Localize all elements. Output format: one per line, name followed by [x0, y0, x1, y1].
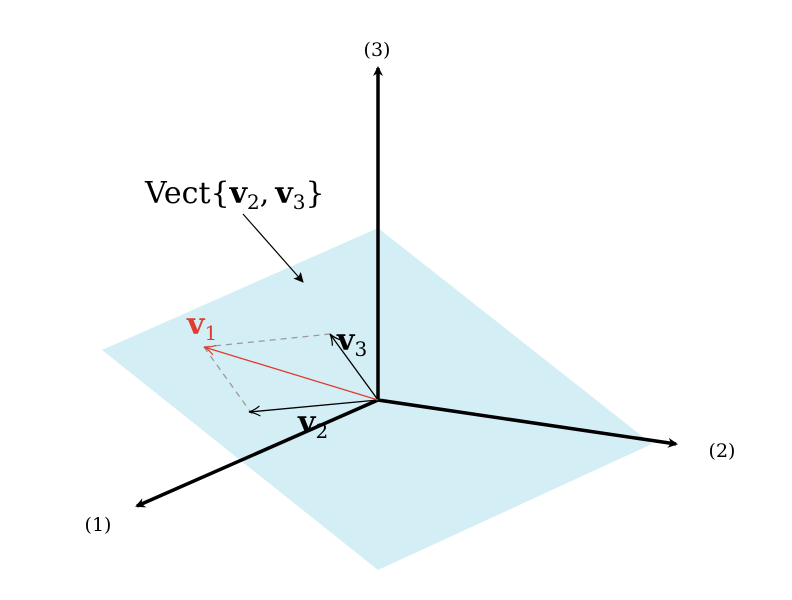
vector-v2-label: v2 [297, 405, 328, 443]
vector-v1 [204, 347, 379, 401]
vector-v3-label: v3 [336, 323, 367, 361]
axis-2 [377, 398, 678, 448]
vector-v3-letter: v [336, 323, 356, 358]
plane-label-v3-sub: 3 [293, 190, 306, 214]
plane-label: Vect{v2,v3} [144, 176, 325, 214]
plane-label-comma: , [260, 176, 270, 211]
vector-v1-label: v1 [186, 307, 217, 345]
plane-label-v2-sub: 2 [247, 190, 260, 214]
plane-label-v2-letter: v [229, 176, 249, 211]
plane-label-pointer [242, 213, 304, 283]
vector-v3-sub: 3 [354, 337, 367, 361]
axis-1 [135, 398, 379, 508]
plane-label-suffix: } [306, 176, 325, 211]
plane-label-prefix: Vect{ [144, 176, 230, 211]
vector-v2-letter: v [297, 405, 317, 440]
construction-line-to-v2 [203, 346, 253, 415]
plane-label-v3-letter: v [274, 176, 294, 211]
axis-1-label: (1) [85, 514, 112, 536]
vector-v2 [249, 399, 379, 412]
vector-v1-letter: v [186, 307, 206, 342]
axis-2-label: (2) [709, 440, 736, 462]
vector-v2-sub: 2 [315, 419, 328, 443]
vector-v3 [330, 334, 379, 401]
axis-3-label: (3) [364, 39, 391, 61]
vector-v1-sub: 1 [204, 321, 217, 345]
